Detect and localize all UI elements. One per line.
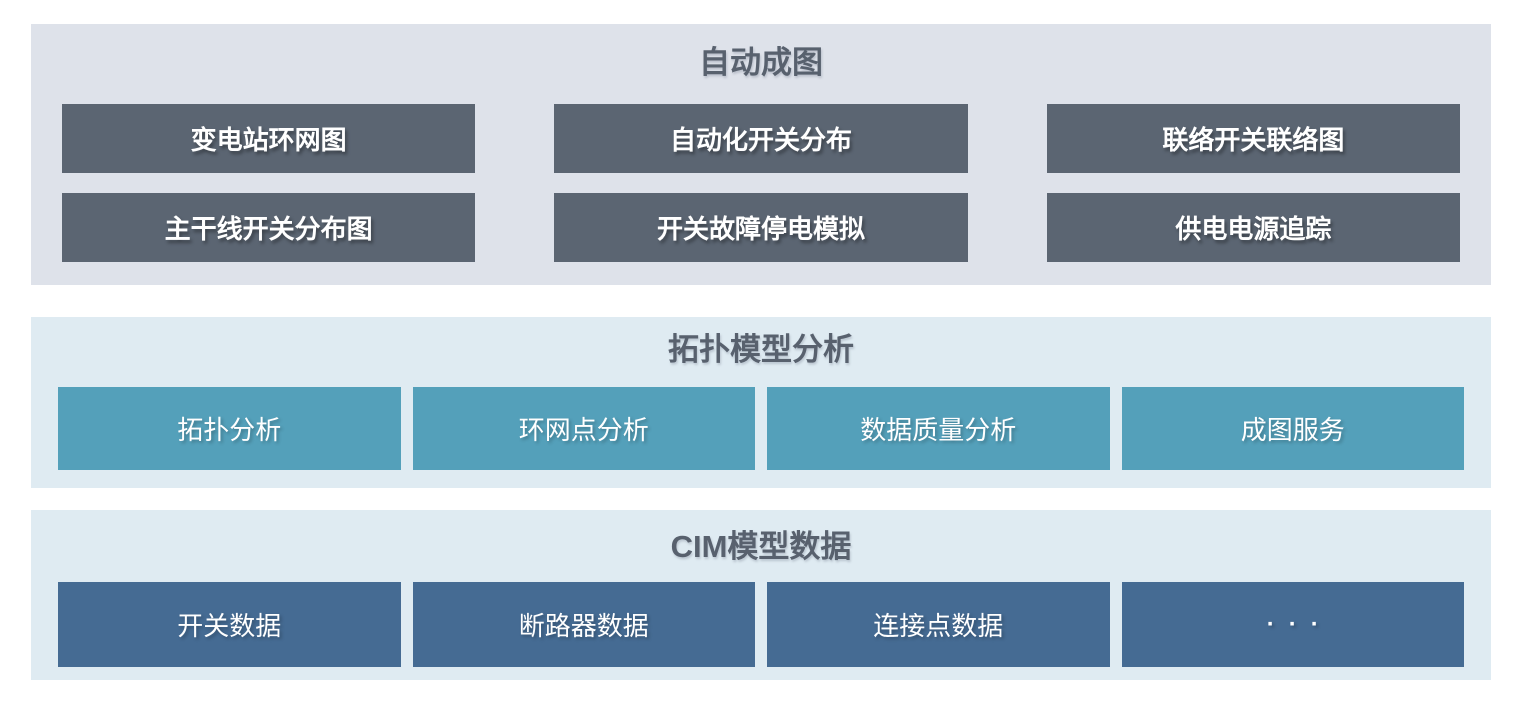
- section-topology-model-analysis: 拓扑模型分析 拓扑分析 环网点分析 数据质量分析 成图服务: [31, 317, 1491, 488]
- box-data-quality-analysis: 数据质量分析: [767, 387, 1110, 470]
- cim-box-grid: 开关数据 断路器数据 连接点数据 ···: [31, 582, 1491, 667]
- box-switch-data: 开关数据: [58, 582, 401, 667]
- section-auto-diagram: 自动成图 变电站环网图 自动化开关分布 联络开关联络图 主干线开关分布图 开关故…: [31, 24, 1491, 285]
- section-title-auto-diagram: 自动成图: [699, 45, 823, 80]
- section-title-cim-model-data: CIM模型数据: [670, 529, 852, 564]
- auto-diagram-box-grid: 变电站环网图 自动化开关分布 联络开关联络图 主干线开关分布图 开关故障停电模拟…: [31, 104, 1491, 262]
- box-switch-fault-outage-simulation: 开关故障停电模拟: [554, 193, 968, 262]
- box-diagram-service: 成图服务: [1121, 387, 1464, 470]
- box-breaker-data: 断路器数据: [412, 582, 755, 667]
- box-topology-analysis: 拓扑分析: [58, 387, 401, 470]
- box-connection-point-data: 连接点数据: [767, 582, 1110, 667]
- architecture-diagram: 自动成图 变电站环网图 自动化开关分布 联络开关联络图 主干线开关分布图 开关故…: [31, 0, 1491, 680]
- box-power-source-tracing: 供电电源追踪: [1046, 193, 1460, 262]
- box-substation-ring-diagram: 变电站环网图: [62, 104, 476, 173]
- topology-box-grid: 拓扑分析 环网点分析 数据质量分析 成图服务: [31, 387, 1491, 470]
- box-ring-point-analysis: 环网点分析: [412, 387, 755, 470]
- box-trunk-switch-distribution: 主干线开关分布图: [62, 193, 476, 262]
- box-tie-switch-diagram: 联络开关联络图: [1046, 104, 1460, 173]
- section-title-topology-model-analysis: 拓扑模型分析: [668, 332, 854, 367]
- box-more-data-ellipsis: ···: [1121, 582, 1464, 667]
- section-cim-model-data: CIM模型数据 开关数据 断路器数据 连接点数据 ···: [31, 510, 1491, 680]
- box-automation-switch-distribution: 自动化开关分布: [554, 104, 968, 173]
